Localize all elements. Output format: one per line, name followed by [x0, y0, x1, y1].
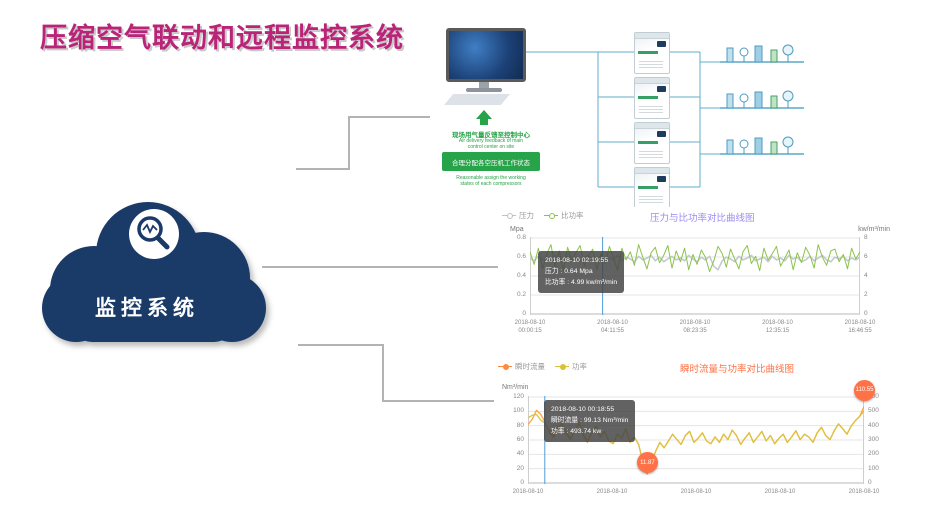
y-axis-tick-left: 0.4: [516, 272, 526, 279]
connector-line: [382, 400, 496, 402]
monitor-stand: [479, 82, 489, 88]
x-axis-label: 2018-08-10: [512, 489, 544, 495]
y-axis-tick-right: 600: [868, 393, 879, 400]
right-axis-unit: kw/m³/min: [858, 226, 890, 233]
magnifier-icon: [129, 209, 179, 259]
page-title: 压缩空气联动和远程监控系统: [40, 23, 404, 53]
compressor-unit: [634, 122, 670, 164]
assign-label-en: states of each compressors: [460, 181, 522, 187]
control-center-monitor: [446, 28, 526, 82]
connector-line: [382, 344, 384, 402]
connector-line: [262, 266, 498, 268]
legend-item[interactable]: 压力: [502, 210, 534, 221]
cloud-label: 监控系统: [95, 297, 199, 320]
connector-line: [348, 116, 350, 170]
tooltip-value: 压力 : 0.64 Mpa: [545, 268, 593, 276]
y-axis-tick-left: 0.2: [516, 291, 526, 298]
y-axis-tick-right: 100: [868, 464, 879, 472]
keyboard: [444, 94, 510, 105]
compressor-unit: [634, 167, 670, 209]
legend-marker-icon: [498, 363, 512, 370]
assign-box: 合理分配各空压机工作状态: [442, 152, 540, 171]
tooltip-value: 功率 : 493.74 kw: [551, 428, 602, 436]
left-axis-unit: Mpa: [510, 226, 524, 233]
chart-legend: 压力比功率: [502, 210, 584, 221]
y-axis-tick-left: 0.6: [516, 253, 526, 260]
y-axis-tick-left: 120: [513, 393, 524, 400]
monitoring-cloud: 监控系统: [36, 182, 268, 354]
y-axis-tick-left: 100: [513, 407, 524, 415]
up-arrow-icon: [476, 110, 492, 119]
tooltip-time: 2018-08-10 00:18:55: [551, 406, 615, 413]
y-axis-tick-left: 80: [516, 421, 524, 429]
x-axis-label: 2018-08-10: [764, 489, 796, 495]
assign-label-en: Reasonable assign the working: [456, 175, 526, 181]
feedback-label-cn: 现场用气量反馈至控制中心: [452, 132, 530, 139]
y-axis-tick-left: 40: [516, 450, 524, 458]
connector-line: [296, 168, 348, 170]
monitor-base: [466, 88, 502, 92]
up-arrow-stem: [480, 119, 488, 125]
feedback-label-en: control center on site: [467, 144, 515, 150]
system-diagram: 现场用气量反馈至控制中心 Air delivery feedback of ma…: [428, 26, 894, 220]
y-axis-tick-right: 4: [864, 272, 868, 279]
y-axis-tick-left: 20: [516, 464, 524, 472]
y-axis-tick-left: 0.8: [516, 234, 526, 241]
feedback-label-en: Air delivery feedback of main: [458, 138, 524, 144]
pipeline-assembly: [720, 86, 804, 116]
tooltip-value: 比功率 : 4.99 kw/m³/min: [545, 279, 618, 287]
chart-legend: 瞬时流量功率: [498, 361, 587, 372]
legend-marker-icon: [555, 363, 569, 370]
y-axis-tick-left: 0: [520, 479, 524, 486]
y-axis-tick-right: 2: [864, 291, 868, 298]
y-axis-tick-right: 400: [868, 421, 879, 429]
x-axis-label: 2018-08-10: [848, 489, 880, 495]
x-axis-label: 2018-08-10: [596, 489, 628, 495]
connector-line: [348, 116, 430, 118]
connector-line: [298, 344, 384, 346]
mark-point-badge: 110.55: [854, 379, 875, 401]
legend-marker-icon: [502, 212, 516, 219]
chart-title: 压力与比功率对比曲线图: [650, 213, 755, 224]
y-axis-tick-right: 500: [868, 407, 879, 415]
y-axis-tick-right: 300: [868, 436, 879, 443]
y-axis-tick-left: 60: [516, 436, 524, 443]
y-axis-tick-right: 200: [868, 450, 879, 458]
compressor-unit: [634, 77, 670, 119]
chart-tooltip: 2018-08-10 00:18:55 瞬时流量 : 99.13 Nm³/min…: [544, 400, 636, 442]
pressure-power-chart: 压力比功率 压力与比功率对比曲线图 Mpa kw/m³/min 2018-08-…: [498, 207, 890, 347]
flow-power-chart: 瞬时流量功率 瞬时流量与功率对比曲线图 Nm³/min 2018-08-10 0…: [494, 358, 894, 514]
chart-title: 瞬时流量与功率对比曲线图: [680, 364, 795, 375]
pipeline-assembly: [720, 40, 804, 70]
y-axis-tick-right: 0: [864, 310, 868, 317]
tooltip-value: 瞬时流量 : 99.13 Nm³/min: [551, 417, 629, 425]
legend-item[interactable]: 比功率: [544, 210, 584, 221]
y-axis-tick-left: 0: [522, 310, 526, 317]
pipeline-assembly: [720, 132, 804, 162]
compressor-unit: [634, 32, 670, 74]
y-axis-tick-right: 0: [868, 479, 872, 486]
chart-tooltip: 2018-08-10 02:19:55 压力 : 0.64 Mpa 比功率 : …: [538, 251, 625, 293]
tooltip-time: 2018-08-10 02:19:55: [545, 257, 609, 264]
legend-item[interactable]: 功率: [555, 361, 587, 372]
y-axis-tick-right: 6: [864, 253, 868, 260]
x-axis-label: 2018-08-10: [680, 489, 712, 495]
mark-point-badge: 11.87: [636, 452, 658, 474]
legend-marker-icon: [544, 212, 558, 219]
left-axis-unit: Nm³/min: [502, 384, 529, 391]
legend-item[interactable]: 瞬时流量: [498, 361, 545, 372]
network-lines: [520, 51, 720, 188]
y-axis-tick-right: 8: [864, 234, 868, 241]
